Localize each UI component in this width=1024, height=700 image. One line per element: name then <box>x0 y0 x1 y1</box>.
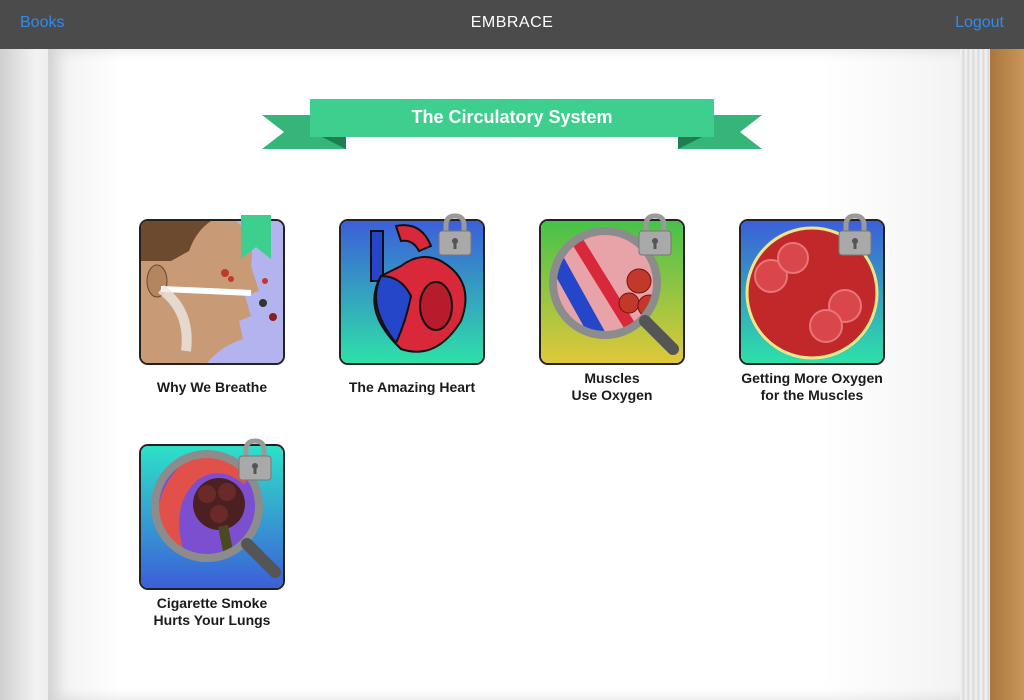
red-blood-cells-icon <box>739 219 885 365</box>
lock-icon <box>638 213 672 256</box>
app-title: EMBRACE <box>470 14 554 31</box>
chapter-title: Getting More Oxygen for the Muscles <box>709 370 915 404</box>
book-cover <box>988 49 1024 700</box>
lock-icon <box>238 438 272 481</box>
chapter-title-line2: Hurts Your Lungs <box>153 612 271 628</box>
lock-icon <box>838 213 872 256</box>
chapter-title-line2: Use Oxygen <box>571 387 653 403</box>
page-edges <box>958 49 990 700</box>
chapter-title: The Amazing Heart <box>348 379 476 395</box>
chapter-title: Cigarette Smoke Hurts Your Lungs <box>109 595 315 629</box>
top-bar: Books EMBRACE Logout <box>0 0 1024 49</box>
books-button[interactable]: Books <box>20 14 65 31</box>
lock-icon <box>438 213 472 256</box>
bookmark-icon <box>241 215 271 259</box>
chapter-title-line1: Getting More Oxygen <box>741 370 883 386</box>
logout-button[interactable]: Logout <box>955 14 1004 31</box>
chapter-title: Muscles Use Oxygen <box>509 370 715 404</box>
chapter-banner: The Circulatory System <box>262 99 762 151</box>
chapter-title-line1: Cigarette Smoke <box>156 595 268 611</box>
chapter-title: Why We Breathe <box>156 379 268 395</box>
heart-icon <box>339 219 485 365</box>
book-page <box>48 49 960 700</box>
smoke-lungs-icon <box>139 444 285 590</box>
banner-title: The Circulatory System <box>411 107 613 127</box>
chapter-title-line2: for the Muscles <box>760 387 864 403</box>
chapter-title-line1: Muscles <box>584 370 640 386</box>
